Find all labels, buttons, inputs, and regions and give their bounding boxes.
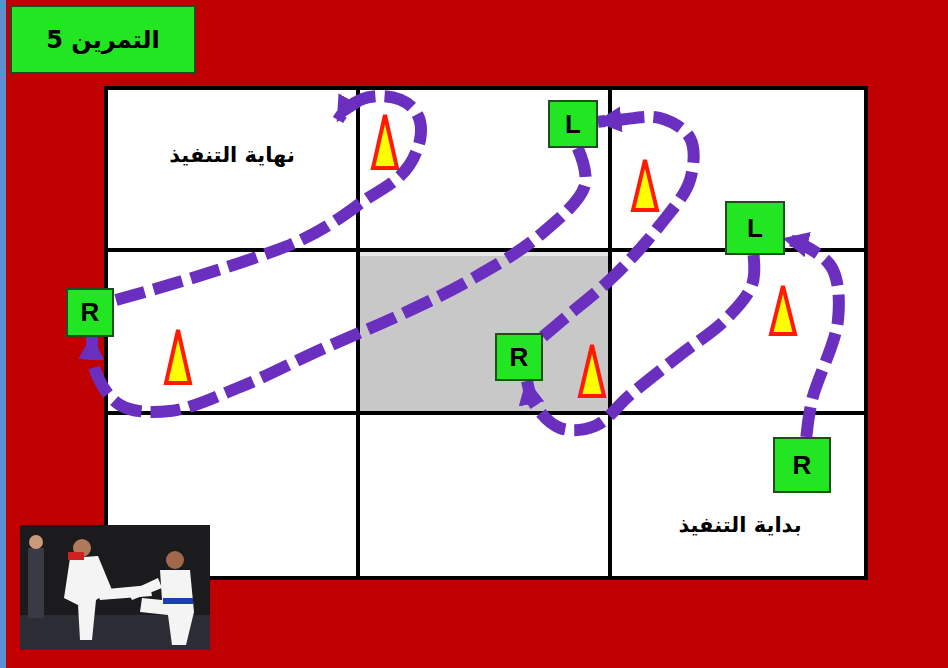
movement-arrow — [543, 117, 694, 337]
foot-letter: L — [565, 111, 581, 137]
foot-letter: L — [747, 215, 763, 241]
foot-letter: R — [793, 452, 812, 478]
exercise-title: التمرين 5 — [46, 26, 160, 54]
side-strip — [0, 0, 6, 668]
cones — [166, 115, 795, 396]
foot-box: L — [725, 201, 785, 255]
movement-arrow — [92, 148, 586, 412]
grid-lines — [106, 88, 866, 578]
foot-box: R — [66, 288, 114, 337]
foot-box: R — [773, 437, 831, 493]
karate-photo — [20, 525, 210, 650]
foot-box: R — [495, 333, 543, 381]
finish-arrow — [116, 96, 421, 300]
movement-arrow — [527, 255, 754, 430]
movement-arrow — [785, 239, 839, 437]
foot-letter: R — [510, 344, 529, 370]
field-ground — [106, 88, 866, 578]
title-box: التمرين 5 — [10, 5, 196, 74]
foot-box: L — [548, 100, 598, 148]
foot-letter: R — [81, 299, 100, 325]
phase-label: نهاية التنفيذ — [169, 143, 295, 167]
phase-label: بداية التنفيذ — [678, 513, 801, 537]
